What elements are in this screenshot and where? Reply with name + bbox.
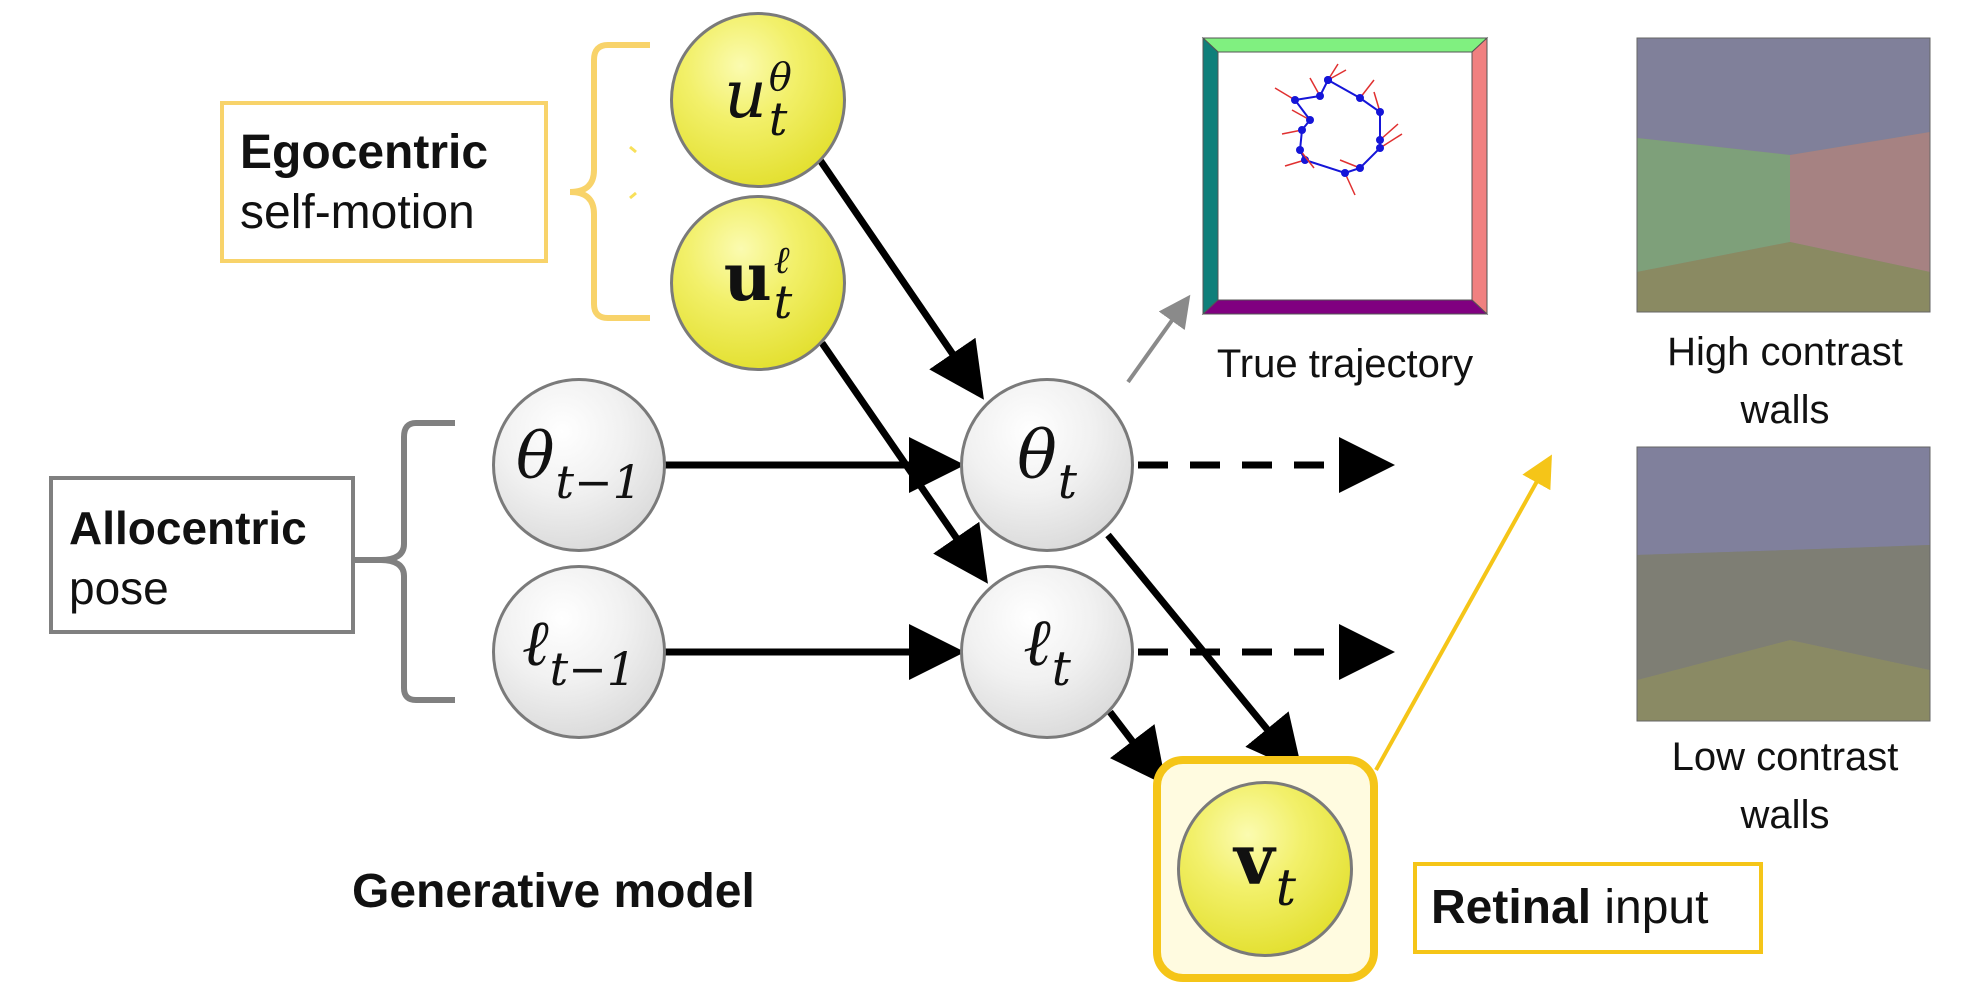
trajectory-point [1291,96,1299,104]
theta-prev-node: θt−1 [492,378,666,552]
egocentric-brace [569,42,650,321]
trajectory-point [1376,108,1384,116]
retinal-subtitle: input [1591,881,1709,934]
low-contrast-line-2: walls [1740,793,1830,837]
wall-top [1201,37,1489,53]
high-contrast-view [1636,37,1931,313]
low-contrast-caption: Low contrast walls [1630,728,1940,844]
trajectory-point [1316,92,1324,100]
egocentric-subtitle: self-motion [240,186,475,239]
egocentric-title: Egocentric [240,126,489,179]
egocentric-brace-tick-1 [629,145,637,154]
trajectory-point [1341,169,1349,177]
allocentric-brace [352,420,455,703]
true-trajectory-caption: True trajectory [1216,342,1474,386]
trajectory-point [1324,76,1332,84]
allocentric-label: Allocentric pose [49,476,355,634]
trajectory-point [1298,126,1306,134]
edge-u-ell-to-ell-t [819,341,988,584]
trajectory-point [1356,94,1364,102]
ell-prev-node: ℓt−1 [492,565,666,739]
generative-model-title: Generative model [352,865,755,918]
wall-right [1471,36,1488,316]
edge-retinal-to-walls [1374,454,1552,771]
ell-t-node: ℓt [960,565,1134,739]
trajectory-point [1376,144,1384,152]
trajectory-point [1356,164,1364,172]
egocentric-label: Egocentric self-motion [220,101,548,263]
wall-left [1202,36,1219,316]
high-contrast-caption: High contrast walls [1630,323,1940,439]
egocentric-brace-tick-2 [629,191,637,200]
trajectory-panel [1201,36,1489,316]
low-contrast-view [1636,446,1931,722]
retinal-input-label: Retinal input [1413,862,1763,954]
heading-tick [1344,172,1356,196]
wall-bottom [1201,299,1489,315]
theta-t-node: θt [960,378,1134,552]
high-contrast-line-1: High contrast [1667,330,1903,374]
trajectory-line [1293,79,1381,175]
high-contrast-line-2: walls [1740,388,1830,432]
low-contrast-line-1: Low contrast [1671,735,1899,779]
heading-tick [1379,133,1403,149]
trajectory-point [1306,116,1314,124]
edge-ell-t-to-v-t [1107,709,1167,786]
allocentric-subtitle: pose [69,562,169,614]
edge-theta-t-to-trajectory [1126,294,1191,384]
v-t-node: vt [1177,781,1353,957]
heading-tick [1379,123,1399,141]
trajectory-point [1296,146,1304,154]
edge-u-theta-to-theta-t [817,158,984,400]
trajectory-path [1274,63,1403,196]
trajectory-point [1376,136,1384,144]
retinal-title: Retinal [1431,881,1592,934]
allocentric-title: Allocentric [69,502,307,554]
